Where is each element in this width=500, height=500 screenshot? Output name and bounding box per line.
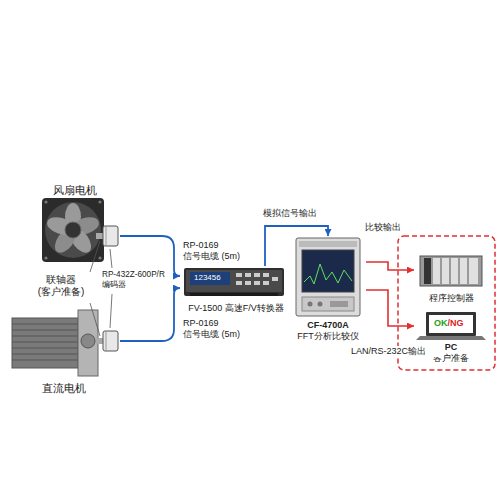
dc-motor-picture-part [12,360,78,361]
fan-motor-picture-part [45,202,101,258]
pc-picture-part [426,312,476,336]
fv-converter-picture-part [236,273,242,277]
leader-lines-part [90,241,100,272]
fft-analyzer-picture-part [308,302,313,307]
fft-analyzer-picture-part [304,264,352,284]
fan-motor-picture [42,198,118,262]
pc-picture [416,312,486,340]
dc-motor-picture-part [12,354,78,355]
dc-motor-picture-part [12,318,78,368]
fv-converter-picture-part [272,277,278,281]
fv-converter-picture-part [190,272,230,285]
fft-analyzer-picture [296,238,360,316]
fft-analyzer-picture-part [302,297,354,311]
display-reading: 123456 [194,273,221,283]
dc-motor-picture [12,310,118,376]
fan-motor-picture-part [98,200,101,203]
plc-picture-part [424,258,431,284]
drawing-part-part [65,222,81,238]
dc-motor-picture-part [12,336,78,337]
fan-motor-node: 风扇电机 [30,184,120,264]
encoder-label: RP-432Z-600P/R 编码器 [102,270,168,290]
fv-converter-picture-part [184,268,284,296]
ng-text: /NG [448,318,464,329]
dc-motor-picture-part [12,348,78,349]
fv-converter-picture-part [245,273,251,277]
fv-converter-picture-part [254,281,260,285]
fft-analyzer-node: CF-4700AFFT分析比较仪 [290,236,366,342]
pc-picture-part [429,315,473,333]
dc-motor-picture-part [103,331,118,351]
ok-text: OK [434,318,448,329]
fv-converter-picture-part [254,273,260,277]
fft-analyzer-picture-part [299,241,357,247]
output-line [366,262,414,270]
fan-motor-text: 风扇电机 [53,184,97,197]
fv-converter-picture-part [236,281,242,285]
fv-converter-picture-part [263,281,269,285]
plc-text: 程序控制器 [429,293,474,304]
fan-motor-picture-part [42,198,104,262]
plc-picture [420,256,482,286]
pc-picture-part [416,336,486,340]
fft-analyzer-picture-part [318,302,323,307]
edge-label: LAN/RS-232C输出 [350,346,442,357]
dc-motor-text: 直流电机 [42,382,86,395]
edge-label: RP-0169 信号电缆 (5m) [182,240,254,262]
fan-motor-picture-part [98,256,101,259]
plc-picture-part [420,256,482,286]
fv-converter-picture-part [186,270,282,292]
fft-analyzer-picture-part [302,250,354,292]
dc-motor-node: 直流电机 [8,305,120,395]
analog-output-line [265,226,328,266]
dc-motor-picture-part [12,342,78,343]
fft-analyzer-text: CF-4700A [307,320,349,331]
coupling-note: 联轴器 (客户准备) [30,274,92,298]
signal-cable [120,288,180,341]
output-line [366,290,414,326]
dc-motor-picture-part [12,324,78,325]
leader-lines-part [110,294,112,328]
dc-motor-picture-part [12,330,78,331]
fan-motor-picture-part [103,226,118,246]
drawing-part [45,203,101,257]
fv-converter-picture-part [190,293,278,296]
plc-picture-part [469,258,478,284]
dc-motor-picture-part [106,331,107,351]
fv-converter-picture-part [263,273,269,277]
fan-motor-picture-part [44,200,47,203]
leader-lines-part [110,249,112,268]
fft-analyzer-picture-part [296,238,360,316]
fft-analyzer-text: FFT分析比较仪 [297,331,359,342]
plc-picture-part [451,258,458,284]
plc-node: 程序控制器 [414,250,488,304]
edge-label: RP-0169 信号电缆 (5m) [182,318,254,340]
leader-lines-part [90,303,100,336]
edge-label: 模拟信号输出 [262,208,334,219]
fan-motor-picture-part [106,226,107,246]
pc-text: PC [445,342,458,353]
fan-motor-picture-part [44,256,47,259]
plc-picture-part [442,258,449,284]
fv-converter-picture [184,268,284,296]
edge-label: 比较输出 [364,222,406,233]
plc-picture-part [433,258,440,284]
dc-motor-picture-part [81,334,95,348]
fv-converter-picture-part [245,281,251,285]
fft-analyzer-picture-part [330,301,348,307]
fv-converter-text: FV-1500 高速F/V转换器 [188,303,284,314]
plc-picture-part [460,258,467,284]
